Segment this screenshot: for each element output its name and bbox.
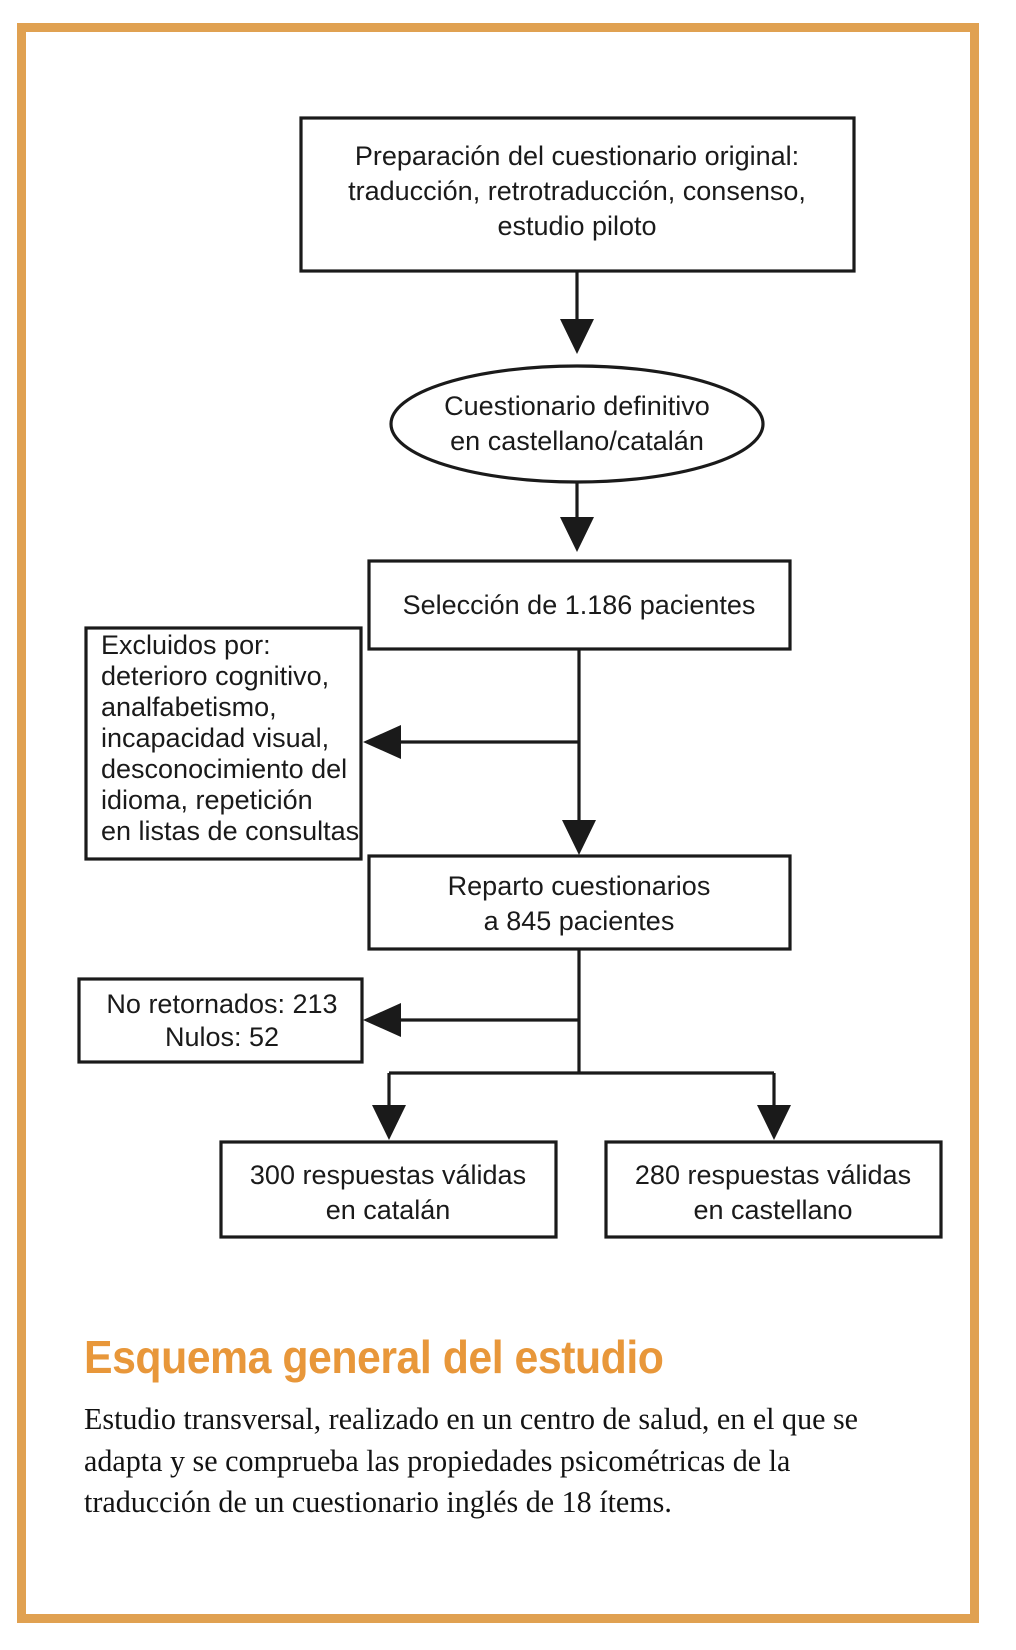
node-excluidos: Excluidos por: deterioro cognitivo, anal… — [84, 626, 363, 861]
node-excluidos-line-6: idioma, repetición — [101, 785, 313, 815]
edge-seleccion-to-reparto — [562, 742, 596, 855]
node-preparacion-line-2: traducción, retrotraducción, consenso, — [348, 176, 806, 206]
node-respuestas-castellano-line-1: 280 respuestas válidas — [635, 1160, 911, 1190]
edge-reparto-split — [372, 1071, 791, 1140]
edge-reparto-to-no-retornados — [363, 949, 581, 1073]
study-description: Estudio transversal, realizado en un cen… — [84, 1401, 859, 1520]
figure-caption: Esquema general del estudio Estudio tran… — [84, 1330, 964, 1523]
node-respuestas-castellano: 280 respuestas válidas en castellano — [604, 1140, 943, 1239]
node-respuestas-catalan: 300 respuestas válidas en catalán — [219, 1140, 558, 1239]
node-respuestas-catalan-line-1: 300 respuestas válidas — [250, 1160, 526, 1190]
node-excluidos-line-1: Excluidos por: — [101, 630, 271, 660]
node-respuestas-castellano-line-2: en castellano — [693, 1195, 852, 1225]
edge-prep-to-definitivo — [560, 271, 594, 354]
node-cuestionario-definitivo: Cuestionario definitivo en castellano/ca… — [389, 364, 765, 484]
node-no-retornados: No retornados: 213 Nulos: 52 — [77, 977, 364, 1064]
node-no-retornados-line-2: Nulos: 52 — [165, 1022, 279, 1052]
edge-seleccion-to-excluidos — [363, 649, 581, 759]
node-reparto-line-1: Reparto cuestionarios — [448, 871, 711, 901]
node-reparto-line-2: a 845 pacientes — [484, 906, 675, 936]
node-excluidos-line-5: desconocimiento del — [101, 754, 347, 784]
node-respuestas-catalan-line-2: en catalán — [326, 1195, 451, 1225]
node-preparacion-line-3: estudio piloto — [497, 211, 656, 241]
edge-definitivo-to-seleccion — [560, 482, 594, 552]
node-excluidos-line-4: incapacidad visual, — [101, 723, 329, 753]
node-excluidos-line-2: deterioro cognitivo, — [101, 661, 329, 691]
node-no-retornados-line-1: No retornados: 213 — [106, 989, 337, 1019]
flowchart: Preparación del cuestionario original: t… — [77, 116, 943, 1239]
node-reparto: Reparto cuestionarios a 845 pacientes — [367, 854, 792, 951]
node-seleccion-line-1: Selección de 1.186 pacientes — [403, 590, 756, 620]
node-seleccion: Selección de 1.186 pacientes — [367, 559, 792, 651]
node-preparacion-line-1: Preparación del cuestionario original: — [355, 141, 799, 171]
node-cuestionario-definitivo-line-1: Cuestionario definitivo — [444, 391, 710, 421]
node-cuestionario-definitivo-line-2: en castellano/catalán — [450, 426, 704, 456]
node-excluidos-line-7: en listas de consultas — [101, 816, 359, 846]
node-excluidos-line-3: analfabetismo, — [101, 692, 277, 722]
node-preparacion: Preparación del cuestionario original: t… — [299, 116, 856, 273]
page-title: Esquema general del estudio — [84, 1331, 664, 1383]
figure-border-frame: Preparación del cuestionario original: t… — [17, 23, 979, 1623]
